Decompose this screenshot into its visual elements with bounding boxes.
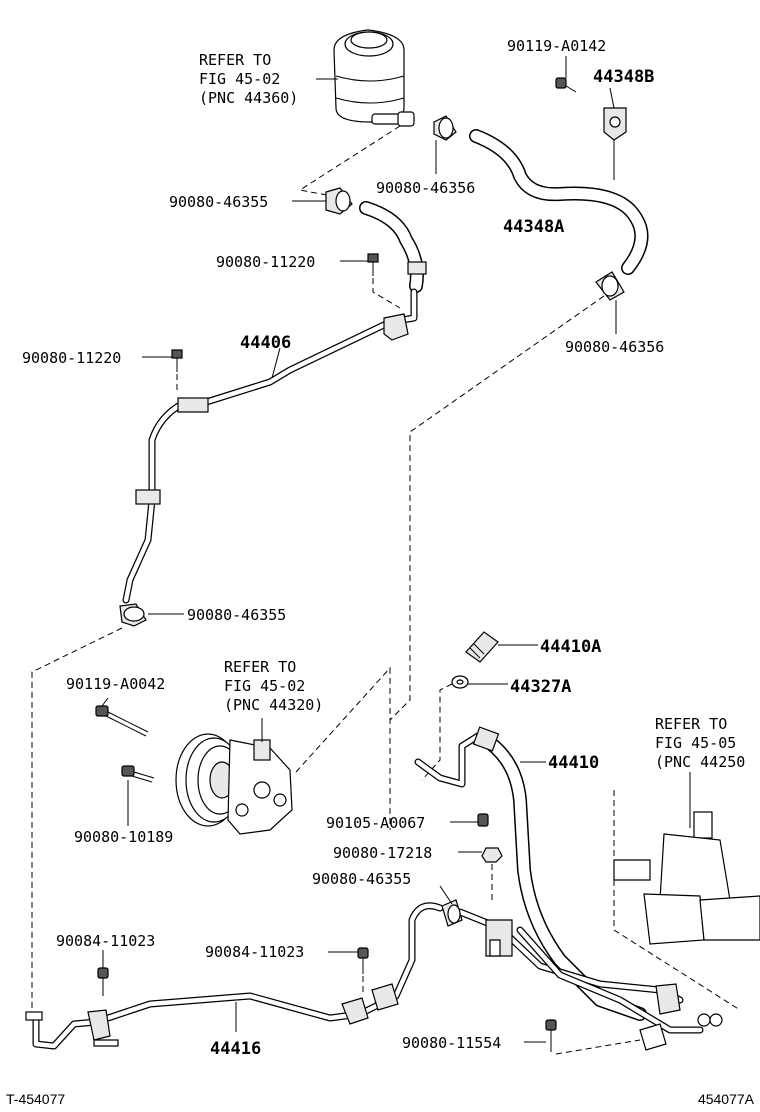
svg-text:(PNC 44320): (PNC 44320) <box>224 696 323 714</box>
svg-text:FIG 45-02: FIG 45-02 <box>224 677 305 695</box>
label-90080-46355-upper: 90080-46355 <box>169 193 268 211</box>
reservoir-reference-note: REFER TO FIG 45-02 (PNC 44360) <box>199 51 298 107</box>
svg-text:FIG 45-02: FIG 45-02 <box>199 70 280 88</box>
label-90119-a0142: 90119-A0142 <box>507 37 606 55</box>
label-90080-46356-right: 90080-46356 <box>565 338 664 356</box>
hose-clamp-left-upper <box>325 187 353 215</box>
bolt-90084-11023-left <box>97 967 109 996</box>
footer-code-left: T-454077 <box>6 1091 65 1107</box>
hose-clamp-right <box>595 271 625 301</box>
pressure-pipe-44406 <box>122 288 418 604</box>
label-44410: 44410 <box>548 753 599 773</box>
label-90080-46355-lower: 90080-46355 <box>187 606 286 624</box>
hose-clamp-bottom <box>441 899 463 927</box>
svg-text:REFER TO: REFER TO <box>224 658 296 676</box>
reservoir-tank <box>333 29 415 127</box>
gasket-44327a <box>451 675 469 689</box>
svg-text:REFER TO: REFER TO <box>655 715 727 733</box>
hose-clamp-left-lower <box>119 603 147 627</box>
bolt-90080-11554 <box>545 1019 557 1052</box>
label-90119-a0042: 90119-A0042 <box>66 675 165 693</box>
label-44406: 44406 <box>240 333 291 353</box>
label-90084-11023-right: 90084-11023 <box>205 943 304 961</box>
pressure-hose-44410 <box>414 732 647 1021</box>
label-90080-17218: 90080-17218 <box>333 844 432 862</box>
label-90080-46356-top: 90080-46356 <box>376 179 475 197</box>
bolt-90080-10189 <box>121 765 155 783</box>
bolt-90119-a0142 <box>555 77 577 93</box>
return-hose-44348a <box>469 129 649 275</box>
label-44348a: 44348A <box>503 217 564 237</box>
pipe-clamp-middle <box>341 983 399 1025</box>
label-90080-10189: 90080-10189 <box>74 828 173 846</box>
label-90080-46355-bottom: 90080-46355 <box>312 870 411 888</box>
label-90080-11220-upper: 90080-11220 <box>216 253 315 271</box>
steering-gear <box>613 790 760 1011</box>
label-90105-a0067: 90105-A0067 <box>326 814 425 832</box>
svg-text:REFER TO: REFER TO <box>199 51 271 69</box>
svg-text:(PNC 44360): (PNC 44360) <box>199 89 298 107</box>
bracket-44348b <box>603 107 627 141</box>
return-pipe-44416 <box>32 902 704 1050</box>
pump-reference-note: REFER TO FIG 45-02 (PNC 44320) <box>224 658 323 714</box>
bolt-90080-11220-lower <box>171 349 183 372</box>
bracket-gear-pipe <box>485 919 513 957</box>
bolt-90105-a0067 <box>477 813 489 827</box>
gear-reference-note: REFER TO FIG 45-05 (PNC 44250 <box>655 715 745 771</box>
nut-90080-17218 <box>481 847 503 863</box>
union-bolt-44410a <box>465 631 499 663</box>
label-44327a: 44327A <box>510 677 571 697</box>
label-44416: 44416 <box>210 1039 261 1059</box>
svg-text:(PNC 44250: (PNC 44250 <box>655 753 745 771</box>
footer-code-right: 454077A <box>698 1091 755 1107</box>
power-steering-pump <box>175 733 293 835</box>
label-44410a: 44410A <box>540 637 601 657</box>
svg-text:FIG 45-05: FIG 45-05 <box>655 734 736 752</box>
label-90084-11023-left: 90084-11023 <box>56 932 155 950</box>
pipe-clamp-left <box>87 1009 119 1047</box>
hose-clamp-top <box>433 115 457 141</box>
label-90080-11220-lower: 90080-11220 <box>22 349 121 367</box>
bolt-90084-11023-right <box>357 947 369 974</box>
label-44348b: 44348B <box>593 67 654 87</box>
bolt-90080-11220-upper <box>367 253 379 276</box>
bracket-end-pipe <box>639 983 723 1051</box>
label-90080-11554: 90080-11554 <box>402 1034 501 1052</box>
bolt-90119-a0042 <box>95 705 149 737</box>
